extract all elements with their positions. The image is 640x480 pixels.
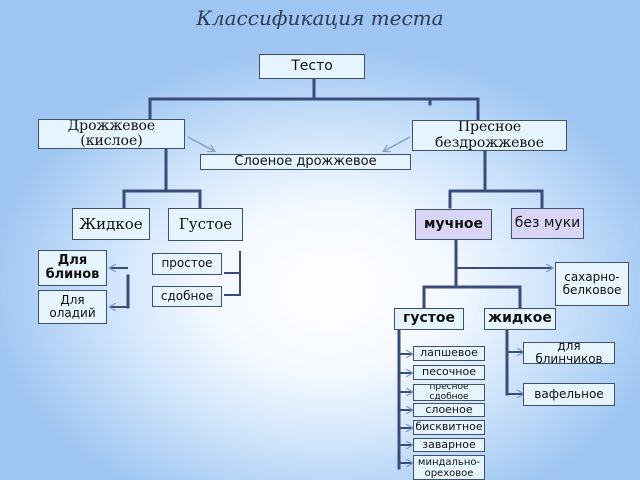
node-sugar-protein: сахарно-белковое xyxy=(555,262,629,306)
diagram-title: Классификация теста xyxy=(196,6,444,30)
node-unleavened-dough: Пресное бездрожжевое xyxy=(412,120,567,151)
node-no-flour: без муки xyxy=(511,208,584,239)
node-rich: сдобное xyxy=(152,286,222,307)
node-shortcrust: песочное xyxy=(413,365,485,380)
node-liquid: Жидкое xyxy=(72,208,150,240)
node-noodle: лапшевое xyxy=(413,346,485,361)
node-almond-nut: миндально-ореховое xyxy=(413,455,485,480)
arrow-unleavened-to-puff xyxy=(384,136,411,151)
node-unleavened-rich: пресное сдобное xyxy=(413,384,485,401)
node-for-crepes: для блинчиков xyxy=(523,342,615,364)
connector-thick-rich xyxy=(224,273,241,296)
node-puff: слоеное xyxy=(413,403,485,417)
connector-thick-simple xyxy=(224,251,241,274)
node-dough: Тесто xyxy=(259,54,365,79)
node-simple: простое xyxy=(152,253,222,275)
node-yeast-dough: Дрожжевое (кислое) xyxy=(38,119,185,149)
node-thick: Густое xyxy=(168,208,243,241)
node-puff-yeast-dough: Слоеное дрожжевое xyxy=(200,154,411,170)
arrow-yeast-to-puff xyxy=(187,136,214,151)
node-wafer: вафельное xyxy=(523,383,615,406)
node-thick-2: густое xyxy=(394,308,464,330)
node-floury: мучное xyxy=(415,209,492,240)
node-for-fritters: Для оладий xyxy=(38,290,107,324)
node-for-pancakes: Для блинов xyxy=(38,250,107,286)
node-sponge: бисквитное xyxy=(413,420,485,435)
node-liquid-2: жидкое xyxy=(484,308,556,330)
node-choux: заварное xyxy=(413,438,485,452)
